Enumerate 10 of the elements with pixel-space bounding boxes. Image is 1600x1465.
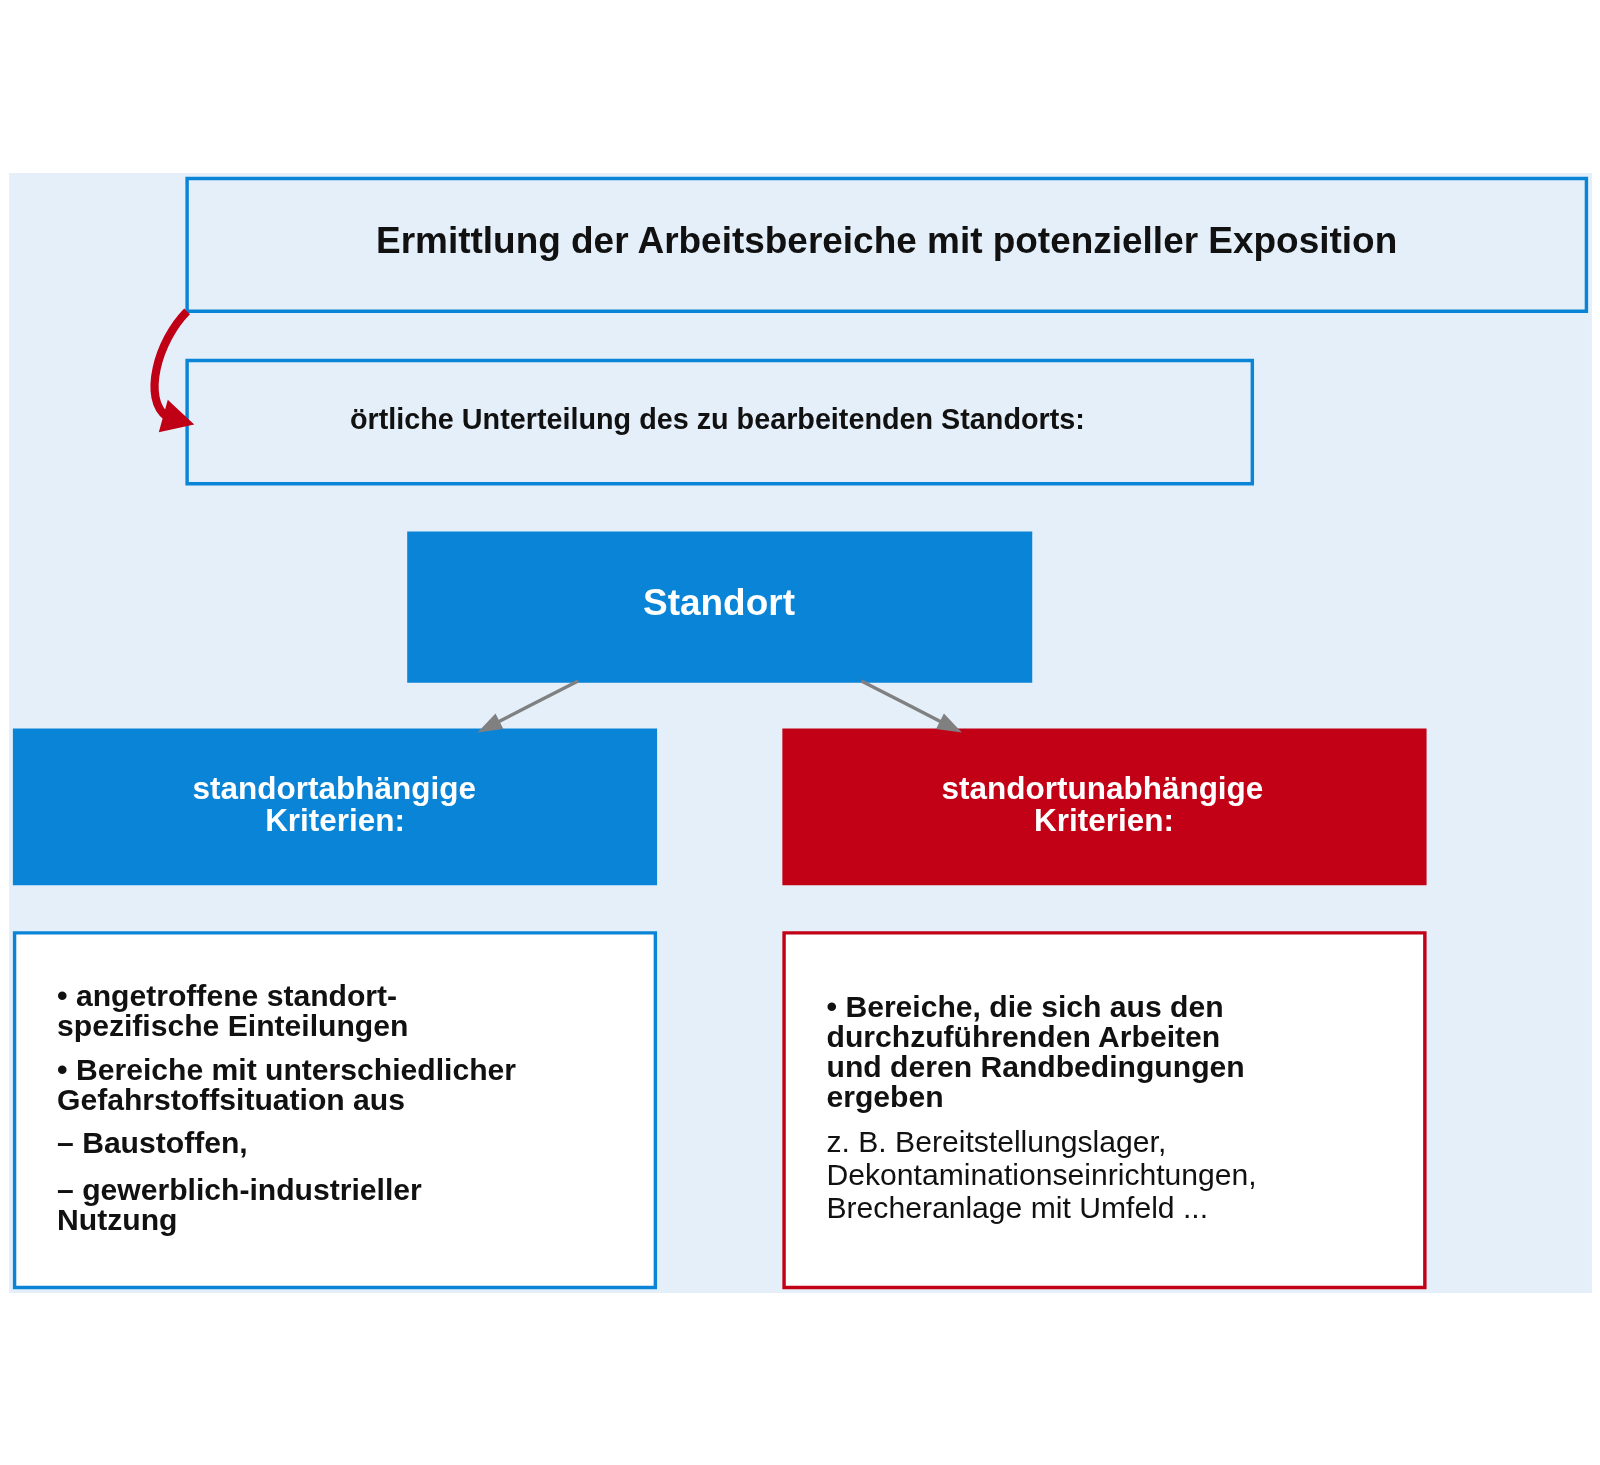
arrow [149,308,194,432]
node-box: Ermittlung der Arbeitsbereiche mit potenzieller Exposition [184,176,1588,313]
arrow [477,678,579,733]
node-box: Standort [406,530,1032,683]
node-box: standortunabhängige Kriterien: [781,728,1427,885]
node-box: • Bereiche, die sich aus den durchzuführenden Arbeiten und deren Randbedingungen ergeben z. B. Bereitstellungslager, Dekontaminationseinrichtungen, Brecheranlage mit Umfeld ... [781,930,1427,1289]
node-box: standortabhängige Kriterien: [12,728,657,885]
arrow [860,678,962,733]
node-box: örtliche Unterteilung des zu bearbeitenden Standorts: [184,358,1254,485]
node-box: • angetroffene standort-spezifische Einteilungen • Bereiche mit unterschiedlicher Gefahrstoffsituation aus – Baustoffen, – gewerblich-industrieller Nutzung [12,930,657,1289]
